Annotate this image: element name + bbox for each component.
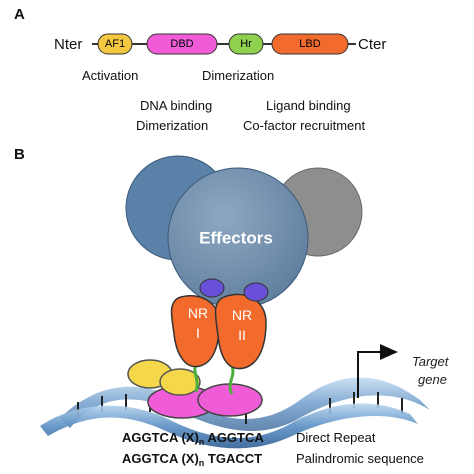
nter-label: Nter [54,36,83,53]
hr-domain-label: Hr [240,38,252,50]
af1-domain [97,33,133,55]
transcription-arrow-icon [380,344,398,360]
transcription-start-line [357,351,382,398]
hinge-right [228,365,235,395]
palindromic-sequence: AGGTCA (X)n TGACCT [122,451,262,468]
dbd-domain-label: DBD [170,38,193,50]
af1-blob-right [159,368,201,396]
pal-seq-part2: TGACCT [204,451,263,466]
dbd-domain [146,33,218,55]
domain-structure-diagram: AF1 DBD Hr LBD [92,33,356,55]
dr-seq-sub: n [198,437,205,447]
nr1-lbd [170,295,221,368]
direct-repeat-label: Direct Repeat [296,430,376,445]
panel-a-letter: A [14,6,25,23]
hr-domain [228,33,264,55]
dimerization-hr-label: Dimerization [202,68,275,83]
nr2-lbd [214,293,267,370]
panel-b-letter: B [14,146,25,163]
dr-seq-part1: AGGTCA (X) [122,430,199,445]
target-label-line1: Target [412,354,450,369]
activation-label: Activation [82,68,139,83]
target-label-line2: gene [418,372,447,387]
dna-strand-front [40,403,418,449]
cofactor-recruitment-label: Co-factor recruitment [243,118,366,133]
nr1-label-bottom: I [196,325,200,341]
direct-repeat-sequence: AGGTCA (X)n AGGTCA [122,430,264,447]
nr1-label-top: NR [188,305,208,321]
effectors-label: Effectors [199,229,273,248]
ligand-cap-right [243,282,269,302]
ligand-cap-left [199,278,225,298]
nr2-label-top: NR [232,307,252,323]
nr2-label-bottom: II [238,327,246,343]
dr-seq-part2: AGGTCA [204,430,264,445]
cter-label: Cter [358,36,387,53]
pal-seq-sub: n [198,458,205,468]
dimerization-dbd-label: Dimerization [136,118,209,133]
palindromic-label: Palindromic sequence [296,451,424,466]
lbd-domain [271,33,349,55]
lbd-domain-label: LBD [299,38,320,50]
ligand-binding-label: Ligand binding [266,98,351,113]
pal-seq-part1: AGGTCA (X) [122,451,199,466]
dna-binding-label: DNA binding [140,98,213,113]
af1-domain-label: AF1 [105,38,125,50]
dna-strand-back [60,377,430,432]
